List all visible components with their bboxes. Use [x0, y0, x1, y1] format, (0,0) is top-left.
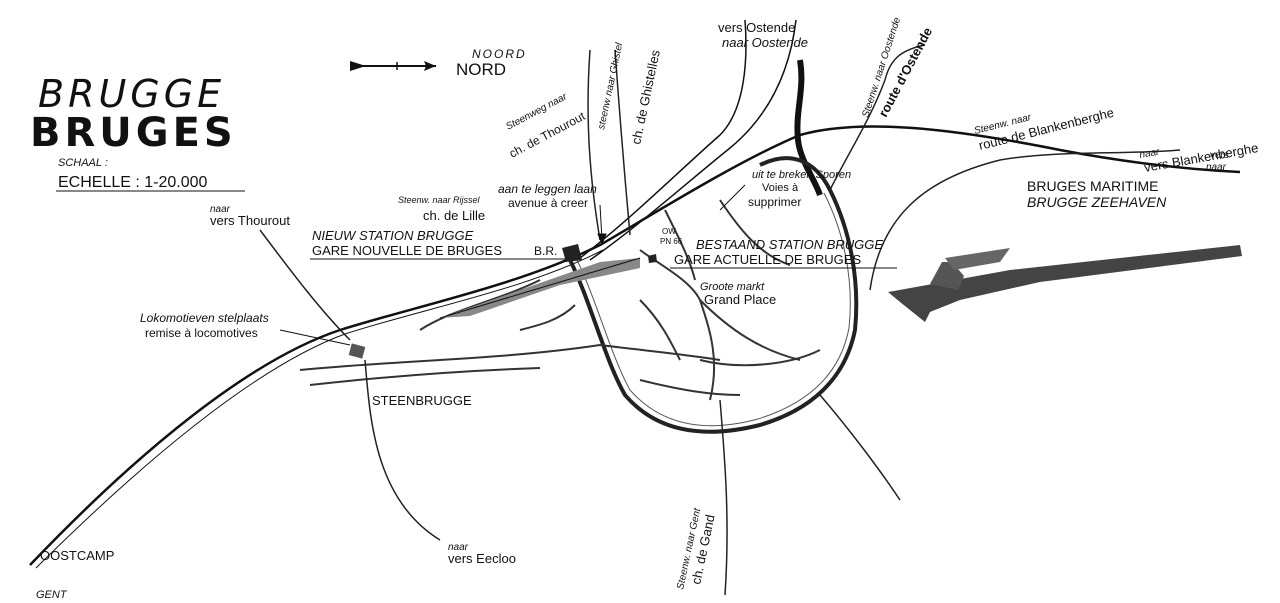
label-bruges-maritime: BRUGES MARITIME [1027, 178, 1158, 194]
label-gare-actuelle: GARE ACTUELLE DE BRUGES [674, 252, 861, 267]
label-remise: remise à locomotives [145, 326, 258, 340]
label-bestaand-station: BESTAAND STATION BRUGGE [696, 237, 883, 252]
label-naar-small: naar [1206, 162, 1227, 173]
label-naar-thourout: naar [210, 204, 231, 215]
pointer-arrows [279, 184, 746, 346]
outgoing-roads [259, 44, 1181, 596]
label-naar-eecloo: naar [448, 542, 469, 553]
label-naar-oostende: naar Oostende [722, 35, 808, 50]
label-groote-markt: Groote markt [700, 281, 765, 293]
label-oostcamp: OOSTCAMP [40, 548, 114, 563]
north-arrow-icon [350, 61, 436, 71]
label-uit-te: uit te breken Sporen [752, 169, 851, 181]
planned-new-tracks [439, 244, 657, 319]
label-brugge-zeehaven: BRUGGE ZEEHAVEN [1027, 194, 1167, 210]
north-flemish: NOORD [472, 47, 527, 61]
title-flemish: BRUGGE [38, 72, 225, 116]
harbour-basins [888, 245, 1242, 322]
label-voies-a: Voies à [762, 182, 799, 194]
label-pn66: PN 66 [660, 237, 683, 246]
label-steenbrugge: STEENBRUGGE [372, 393, 472, 408]
label-supprimer: supprimer [748, 195, 801, 209]
label-vers-thourout: vers Thourout [210, 213, 290, 228]
north-french: NORD [456, 60, 506, 79]
locomotive-shed [348, 343, 366, 359]
label-naar-blank: naar [1139, 147, 1161, 161]
label-grand-place: Grand Place [704, 292, 776, 307]
label-vers-eecloo: vers Eecloo [448, 551, 516, 566]
label-steenw-ghistel: steenw naar Ghistel [596, 41, 625, 130]
label-ch-ghistelles: ch. de Ghistelles [628, 48, 663, 146]
label-ch-lille: ch. de Lille [423, 208, 485, 223]
route-ostende-line [794, 59, 823, 197]
label-br: B.R. [534, 244, 557, 258]
scale-french: ECHELLE : 1-20.000 [58, 174, 208, 191]
label-vers-small: vers [1210, 150, 1229, 161]
label-steenw-rijssel: Steenw. naar Rijssel [398, 195, 481, 205]
label-ow: OW [662, 227, 676, 236]
title-french: BRUGES [30, 110, 237, 156]
label-vers-ostende: vers Ostende [718, 20, 795, 35]
label-avenue-a-creer: avenue à creer [508, 196, 588, 210]
label-gent: GENT [36, 589, 68, 601]
main-railway [29, 19, 1241, 569]
ring-road-inner [575, 192, 851, 427]
label-lokomotieven: Lokomotieven stelplaats [140, 311, 269, 325]
scale-flemish: SCHAAL : [58, 157, 108, 169]
label-nieuw-station: NIEUW STATION BRUGGE [312, 228, 474, 243]
town-streets [299, 199, 821, 401]
label-gare-nouvelle: GARE NOUVELLE DE BRUGES [312, 243, 502, 258]
label-aan-te-leggen: aan te leggen laan [498, 182, 597, 196]
